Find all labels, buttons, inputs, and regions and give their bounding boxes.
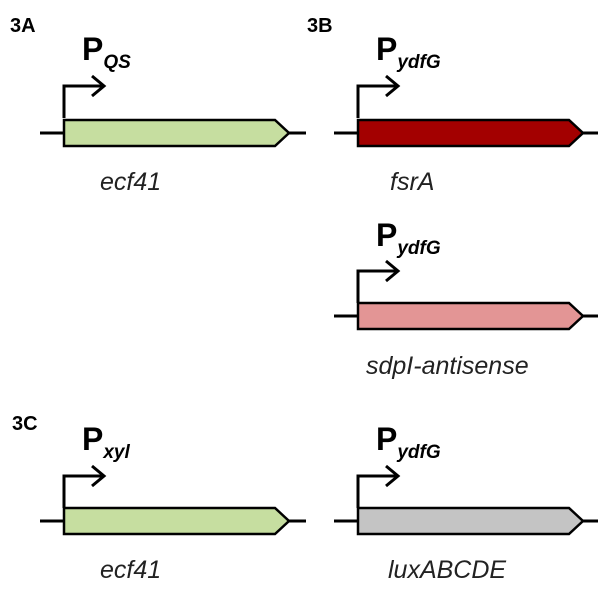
construct-pxyl-ecf41: Pxyl ecf41 <box>40 421 306 584</box>
gene-body <box>356 118 585 148</box>
promoter-label: PQS <box>82 31 131 73</box>
promoter-subscript: ydfG <box>396 238 441 259</box>
promoter-arrowhead-icon <box>91 464 107 488</box>
gene-body <box>62 118 291 148</box>
promoter-letter: P <box>82 421 103 457</box>
construct-pqs-ecf41: PQS ecf41 <box>40 31 306 196</box>
gene-name: ecf41 <box>100 168 161 196</box>
promoter-subscript: ydfG <box>396 442 441 463</box>
gene-name: luxABCDE <box>388 556 506 584</box>
gene-name: fsrA <box>390 168 434 196</box>
promoter-arrow-icon <box>356 84 396 118</box>
gene-body <box>356 301 585 331</box>
gene-body <box>356 506 585 536</box>
promoter-arrow-icon <box>62 474 102 508</box>
promoter-arrowhead-icon <box>385 74 401 98</box>
construct-pydfg-luxabcde: PydfG luxABCDE <box>334 421 598 584</box>
promoter-subscript: xyl <box>102 442 130 463</box>
promoter-arrowhead-icon <box>385 464 401 488</box>
promoter-arrow-icon <box>356 269 396 303</box>
promoter-letter: P <box>376 217 397 253</box>
promoter-letter: P <box>376 31 397 67</box>
construct-pydfg-sdpi-antisense: PydfG sdpI-antisense <box>334 217 598 380</box>
promoter-arrow-icon <box>356 474 396 508</box>
promoter-arrowhead-icon <box>91 74 107 98</box>
promoter-letter: P <box>82 31 103 67</box>
gene-body <box>62 506 291 536</box>
promoter-subscript: ydfG <box>396 52 441 73</box>
promoter-label: PydfG <box>376 31 441 73</box>
panel-label-3b: 3B <box>307 15 333 37</box>
gene-name: ecf41 <box>100 556 161 584</box>
panel-label-3c: 3C <box>12 413 38 435</box>
panel-label-3a: 3A <box>10 15 36 37</box>
gene-name: sdpI-antisense <box>366 352 529 380</box>
promoter-label: PydfG <box>376 217 441 259</box>
construct-pydfg-fsra: PydfG fsrA <box>334 31 598 196</box>
promoter-letter: P <box>376 421 397 457</box>
promoter-label: PydfG <box>376 421 441 463</box>
promoter-subscript: QS <box>103 52 131 73</box>
promoter-arrow-icon <box>62 84 102 118</box>
promoter-arrowhead-icon <box>385 259 401 283</box>
promoter-label: Pxyl <box>82 421 130 463</box>
